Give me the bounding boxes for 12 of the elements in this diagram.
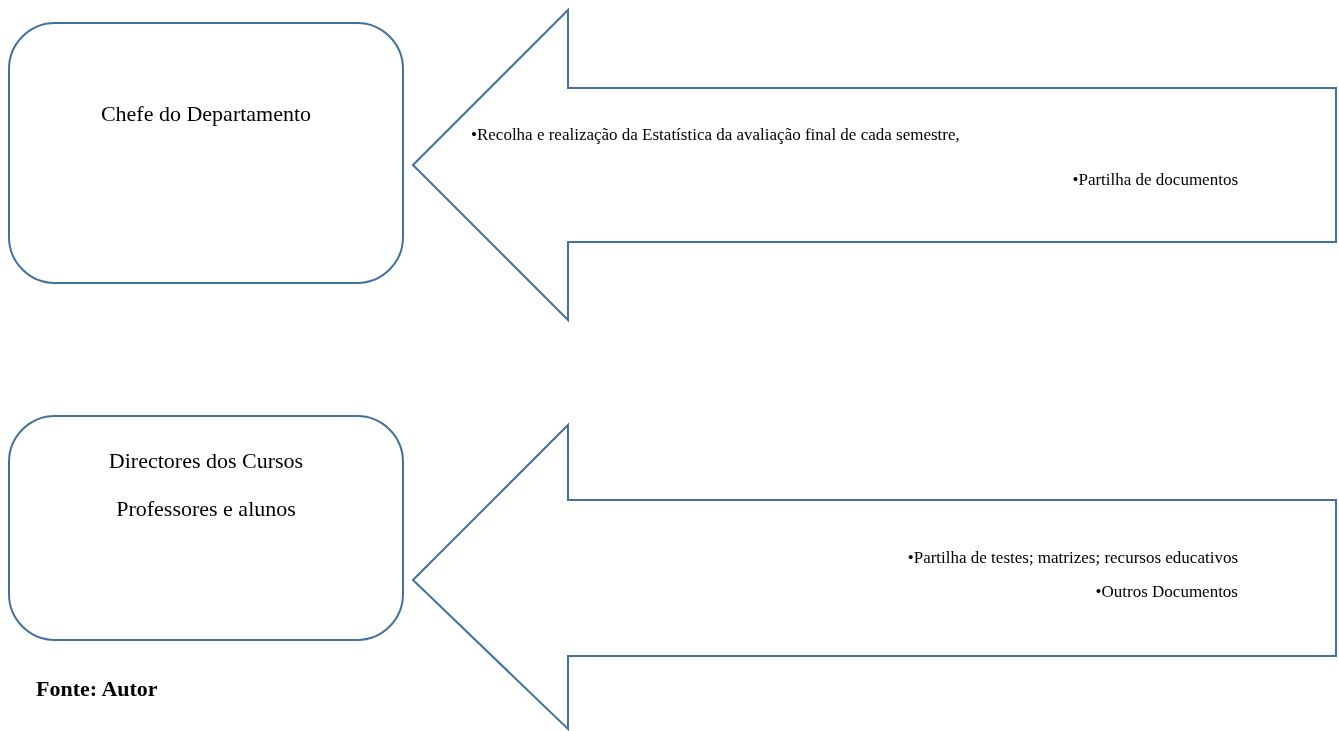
source-note: Fonte: Autor — [36, 676, 158, 702]
rounded-box — [9, 23, 403, 283]
bullet-text: •Outros Documentos — [1095, 582, 1238, 602]
bullet-text: •Recolha e realização da Estatística da avaliação final de cada semestre, — [471, 125, 960, 145]
block-arrow-shape — [413, 425, 1336, 729]
block-arrow-shape — [413, 10, 1336, 320]
bullet-text: •Partilha de testes; matrizes; recursos educativos — [907, 548, 1238, 568]
box-title: Directores dos Cursos — [108, 448, 304, 474]
bullet-text: •Partilha de documentos — [1072, 170, 1238, 190]
box-title: Chefe do Departamento — [100, 101, 312, 127]
rounded-box — [9, 416, 403, 640]
box-title: Professores e alunos — [116, 496, 296, 522]
